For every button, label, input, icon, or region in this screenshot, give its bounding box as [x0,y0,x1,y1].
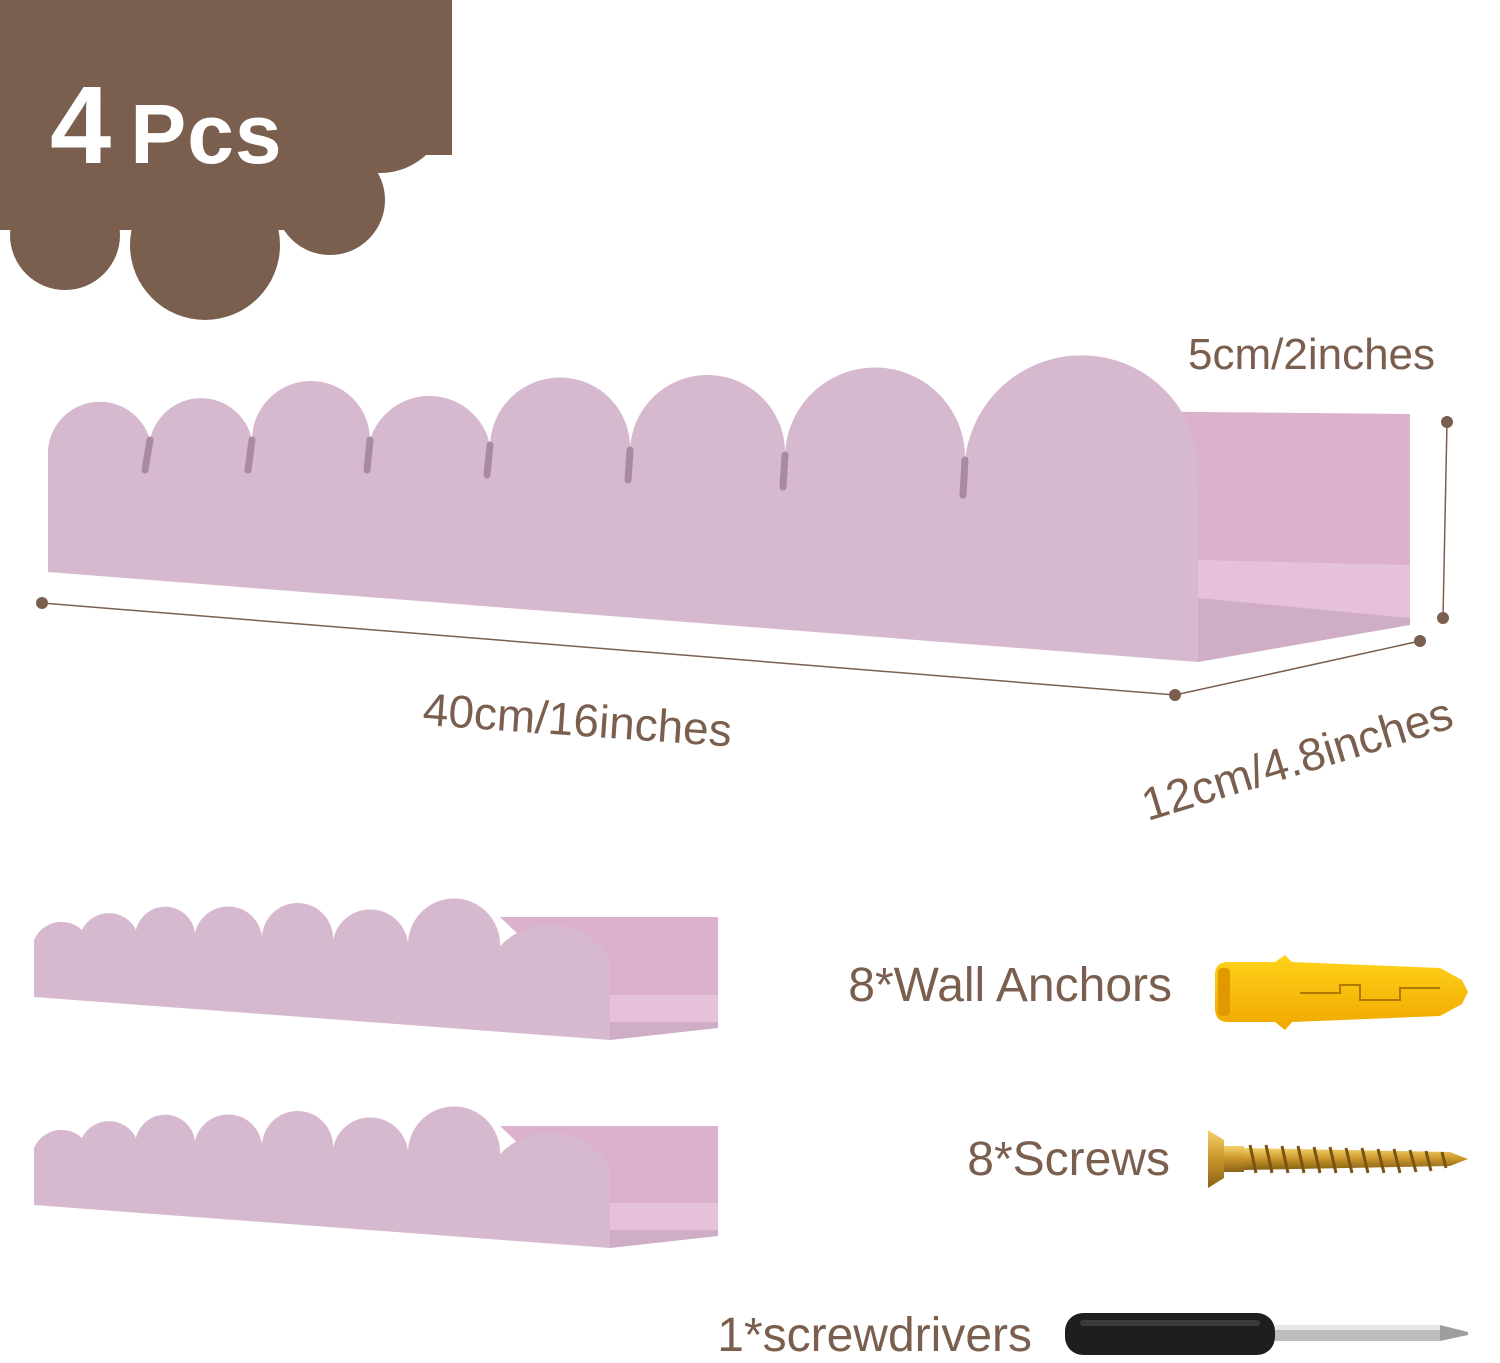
wall-anchors-label: 8*Wall Anchors [848,959,1172,1012]
piece-unit: Pcs [130,87,283,181]
small-shelf-1 [34,898,718,1040]
badge-cloud [0,0,452,320]
screw-icon [1208,1130,1468,1188]
small-shelf-2 [34,1106,718,1248]
screwdrivers-label: 1*screwdrivers [717,1309,1032,1362]
height-dimension-label: 5cm/2inches [1188,330,1436,379]
wall-anchor-icon [1215,955,1468,1030]
screws-label: 8*Screws [967,1133,1170,1186]
dimension-lines [36,416,1453,701]
large-shelf [48,355,1410,662]
screwdriver-icon [1065,1313,1468,1355]
piece-count: 4 [50,64,113,187]
